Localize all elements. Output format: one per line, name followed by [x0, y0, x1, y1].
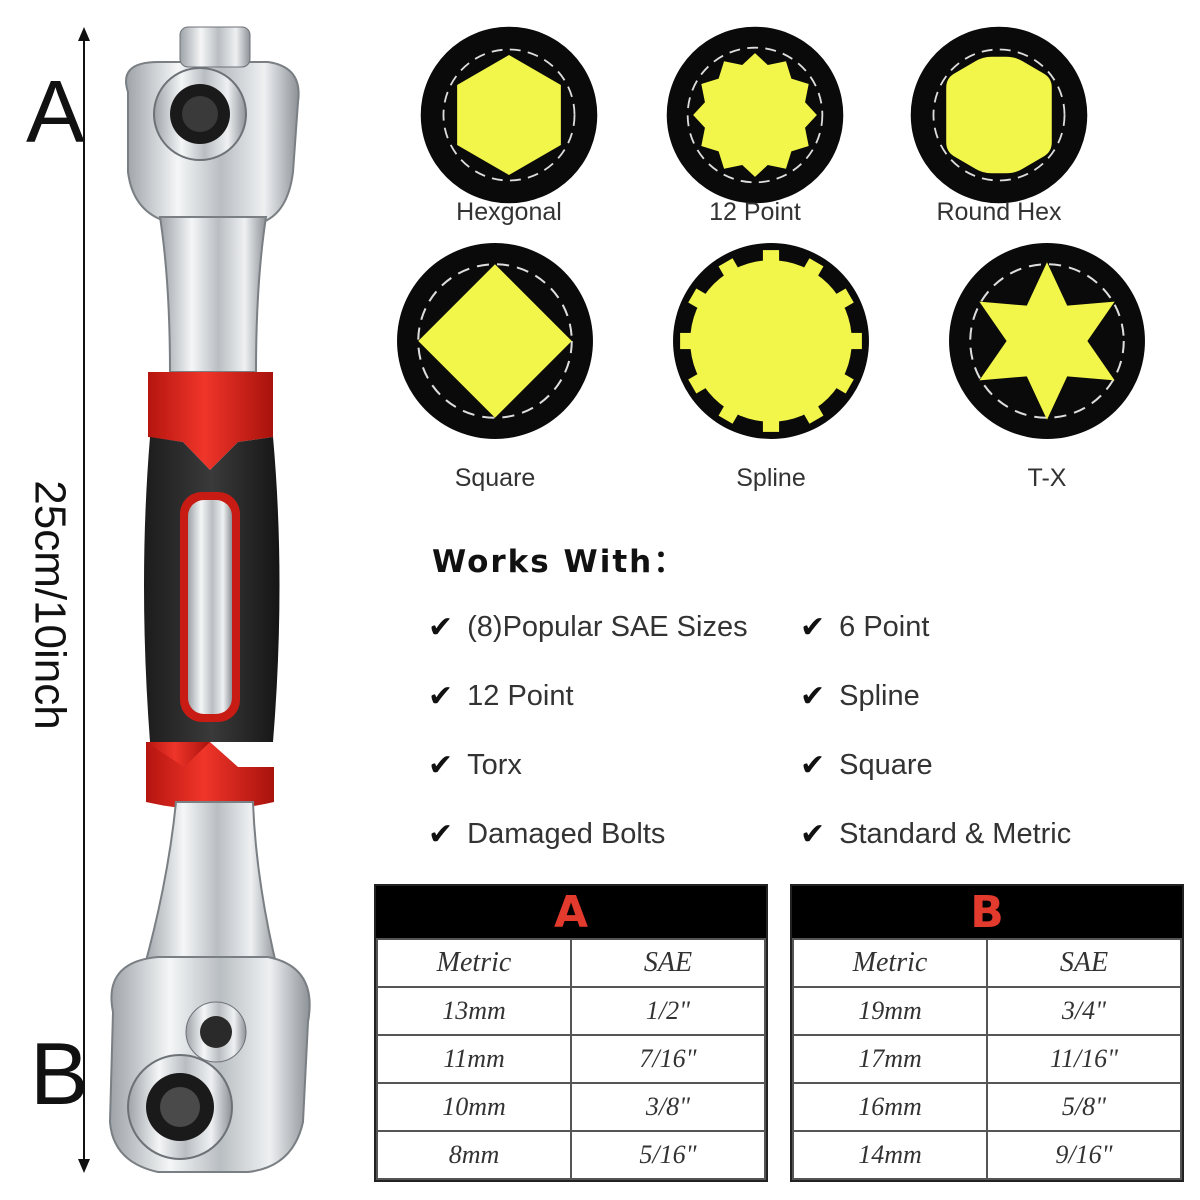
size-table-title: A — [376, 886, 766, 938]
column-header-sae: SAE — [986, 938, 1182, 988]
feature-item: ✔(8)Popular SAE Sizes — [428, 610, 748, 645]
end-a-label: A — [26, 62, 85, 161]
feature-item: ✔Spline — [800, 679, 920, 714]
spline-socket-icon — [673, 243, 869, 439]
feature-item: ✔6 Point — [800, 610, 930, 645]
shape-label-square: Square — [454, 464, 536, 492]
check-icon: ✔ — [428, 748, 454, 783]
feature-item: ✔12 Point — [428, 679, 574, 714]
shape-label-spline: Spline — [736, 464, 806, 492]
check-icon: ✔ — [428, 679, 454, 714]
feature-item: ✔Standard & Metric — [800, 817, 1072, 852]
end-b-label: B — [30, 1024, 89, 1123]
square-socket-icon — [397, 243, 593, 439]
feature-item: ✔Damaged Bolts — [428, 817, 666, 852]
check-icon: ✔ — [800, 817, 826, 852]
shape-label-torx: T-X — [1027, 464, 1067, 492]
column-header-metric: Metric — [792, 938, 988, 988]
wrench-image — [108, 26, 311, 1173]
feature-item: ✔Torx — [428, 748, 522, 783]
torx-socket-icon — [949, 243, 1145, 439]
feature-item: ✔Square — [800, 748, 933, 783]
works-with-title: Works With： — [432, 544, 687, 580]
round-hex-socket-icon — [910, 26, 1088, 204]
shape-label-hexagonal: Hexgonal — [456, 198, 562, 226]
column-header-metric: Metric — [376, 938, 572, 988]
shape-label-round-hex: Round Hex — [936, 198, 1062, 226]
column-header-sae: SAE — [570, 938, 766, 988]
shape-label-12-point: 12 Point — [709, 198, 801, 226]
check-icon: ✔ — [800, 610, 826, 645]
hexagon-socket-icon — [420, 26, 598, 204]
check-icon: ✔ — [800, 679, 826, 714]
size-table-title: B — [792, 886, 1182, 938]
check-icon: ✔ — [800, 748, 826, 783]
twelve-point-socket-icon — [666, 26, 844, 204]
check-icon: ✔ — [428, 610, 454, 645]
length-label: 25cm/10inch — [25, 480, 75, 730]
check-icon: ✔ — [428, 817, 454, 852]
length-dimension-arrow — [78, 27, 90, 1173]
